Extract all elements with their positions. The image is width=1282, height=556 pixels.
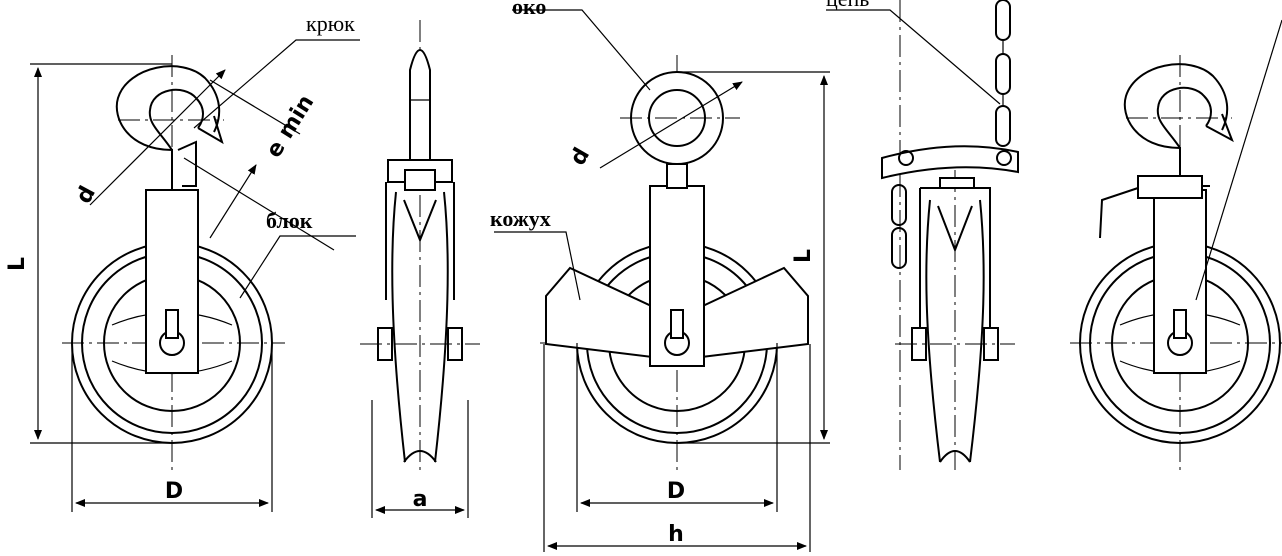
e-min-dim: e min (262, 91, 320, 163)
casing-label: кожух (490, 206, 551, 231)
diameter-dim-center: D (667, 479, 685, 504)
view-hook-front (30, 39, 360, 512)
width-dim: a (413, 487, 428, 512)
eye-label: око (512, 0, 546, 19)
block-label: блок (266, 208, 313, 233)
hook-label: крюк (306, 11, 355, 36)
length-dim-left: L (5, 257, 30, 271)
view-hook-lever (1070, 19, 1282, 470)
view-chain-side (826, 0, 1019, 470)
view-hook-side (360, 20, 480, 518)
hook-diameter-dim: d (72, 182, 101, 208)
eye-diameter-dim: d (566, 144, 596, 170)
casing-width-dim: h (668, 522, 684, 547)
diameter-dim-left: D (165, 479, 183, 504)
view-eye-casing (494, 9, 830, 552)
length-dim-right: L (791, 249, 816, 263)
chain-label: цепь (826, 0, 869, 11)
